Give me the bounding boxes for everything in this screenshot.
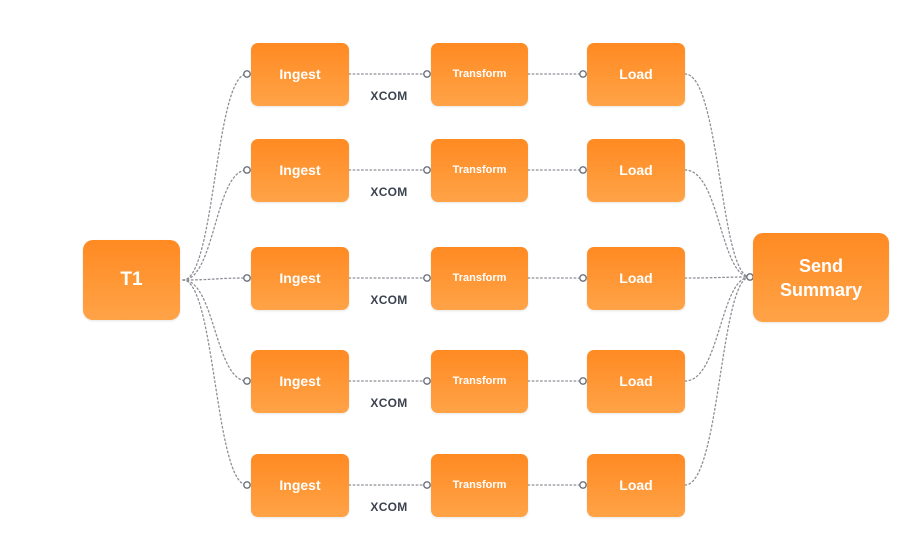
task-load-label: Load	[619, 270, 653, 286]
task-transform[interactable]: Transform	[431, 349, 528, 413]
task-load[interactable]: Load	[587, 349, 685, 413]
task-load[interactable]: Load	[587, 453, 685, 517]
ingest-input-port	[243, 481, 251, 489]
task-ingest-label: Ingest	[279, 66, 321, 82]
task-load[interactable]: Load	[587, 42, 685, 106]
task-transform-label: Transform	[452, 272, 507, 284]
load-input-port	[579, 481, 587, 489]
task-ingest[interactable]: Ingest	[251, 42, 349, 106]
task-ingest-label: Ingest	[279, 373, 321, 389]
transform-input-port	[423, 166, 431, 174]
edge-load-to-summary	[684, 73, 751, 278]
task-transform-label: Transform	[452, 375, 507, 387]
edge-load-to-summary	[684, 276, 751, 486]
transform-input-port	[423, 274, 431, 282]
task-transform[interactable]: Transform	[431, 138, 528, 202]
task-t1-label: T1	[120, 269, 143, 290]
load-input-port	[579, 70, 587, 78]
task-ingest[interactable]: Ingest	[251, 138, 349, 202]
task-load-label: Load	[619, 162, 653, 178]
task-ingest-label: Ingest	[279, 477, 321, 493]
edge-t1-to-ingest	[182, 279, 248, 382]
task-transform[interactable]: Transform	[431, 453, 528, 517]
task-send-summary[interactable]: Send Summary	[753, 233, 889, 322]
xcom-label: XCOM	[370, 396, 408, 410]
ingest-input-port	[243, 377, 251, 385]
task-ingest[interactable]: Ingest	[251, 246, 349, 310]
task-load-label: Load	[619, 66, 653, 82]
xcom-label: XCOM	[370, 185, 408, 199]
edge-load-to-summary	[684, 276, 751, 382]
ingest-input-port	[243, 274, 251, 282]
load-input-port	[579, 377, 587, 385]
ingest-input-port	[243, 166, 251, 174]
xcom-label: XCOM	[370, 500, 408, 514]
edge-t1-to-ingest	[182, 73, 248, 281]
task-transform-label: Transform	[452, 479, 507, 491]
load-input-port	[579, 166, 587, 174]
task-transform[interactable]: Transform	[431, 246, 528, 310]
transform-input-port	[423, 481, 431, 489]
edge-load-to-summary	[684, 169, 751, 278]
task-transform-label: Transform	[452, 164, 507, 176]
xcom-label: XCOM	[370, 293, 408, 307]
task-load-label: Load	[619, 373, 653, 389]
task-load[interactable]: Load	[587, 246, 685, 310]
transform-input-port	[423, 377, 431, 385]
xcom-label: XCOM	[370, 89, 408, 103]
task-transform[interactable]: Transform	[431, 42, 528, 106]
task-load-label: Load	[619, 477, 653, 493]
edge-t1-to-ingest	[182, 169, 248, 281]
task-ingest-label: Ingest	[279, 270, 321, 286]
task-ingest[interactable]: Ingest	[251, 349, 349, 413]
edge-t1-to-ingest	[182, 279, 248, 486]
task-t1[interactable]: T1	[83, 240, 180, 320]
ingest-input-port	[243, 70, 251, 78]
task-ingest-label: Ingest	[279, 162, 321, 178]
edge-load-to-summary	[684, 276, 751, 279]
task-load[interactable]: Load	[587, 138, 685, 202]
task-send-summary-label: Send Summary	[779, 255, 863, 300]
task-transform-label: Transform	[452, 68, 507, 80]
edge-t1-to-ingest	[182, 277, 248, 281]
load-input-port	[579, 274, 587, 282]
task-ingest[interactable]: Ingest	[251, 453, 349, 517]
transform-input-port	[423, 70, 431, 78]
